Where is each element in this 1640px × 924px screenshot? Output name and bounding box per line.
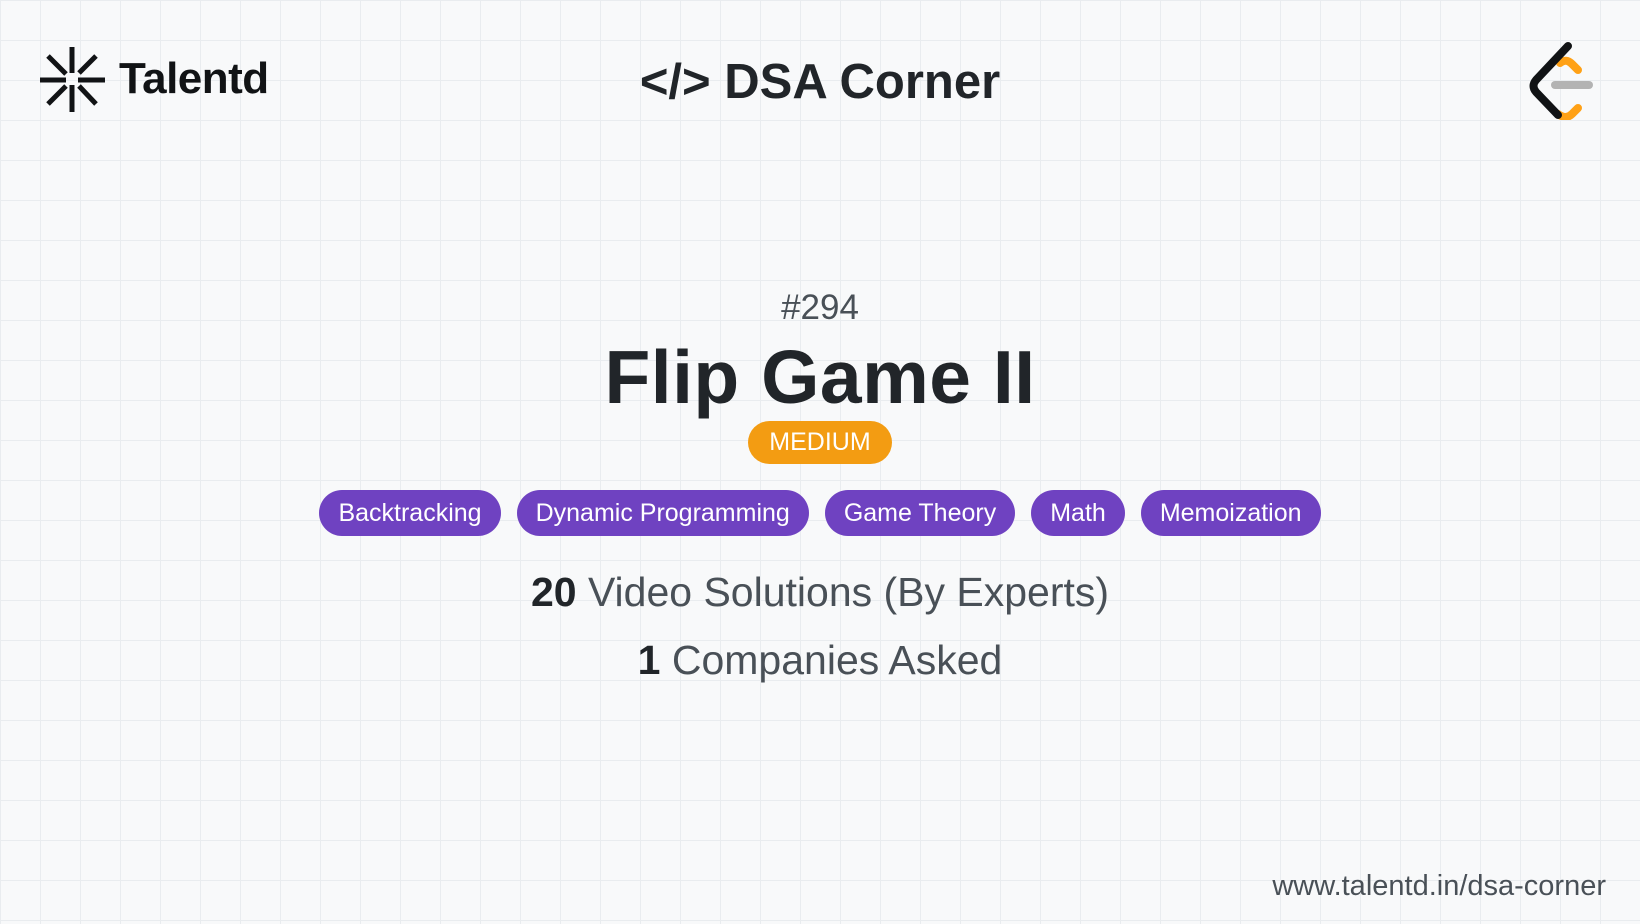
companies-stat: 1 Companies Asked bbox=[638, 634, 1003, 686]
video-solutions-stat: 20 Video Solutions (By Experts) bbox=[531, 566, 1109, 618]
tag-backtracking[interactable]: Backtracking bbox=[319, 490, 501, 536]
talentd-star-icon bbox=[40, 47, 105, 112]
problem-number: #294 bbox=[781, 288, 859, 327]
leetcode-logo-icon bbox=[1529, 42, 1593, 120]
video-count: 20 bbox=[530, 569, 577, 615]
footer-url[interactable]: www.talentd.in/dsa-corner bbox=[1272, 870, 1606, 902]
problem-title: Flip Game II bbox=[604, 335, 1036, 419]
tag-dynamic-programming[interactable]: Dynamic Programming bbox=[516, 490, 809, 536]
topic-tags: Backtracking Dynamic Programming Game Th… bbox=[319, 490, 1321, 536]
company-count: 1 bbox=[637, 637, 661, 683]
tag-game-theory[interactable]: Game Theory bbox=[824, 490, 1016, 536]
problem-card: #294 Flip Game II MEDIUM Backtracking Dy… bbox=[0, 286, 1640, 686]
tag-math[interactable]: Math bbox=[1031, 490, 1125, 536]
company-label: Companies Asked bbox=[660, 637, 1003, 683]
difficulty-badge: MEDIUM bbox=[748, 421, 892, 464]
brand: Talentd bbox=[38, 44, 269, 114]
tag-memoization[interactable]: Memoization bbox=[1140, 490, 1321, 536]
brand-name: Talentd bbox=[119, 54, 269, 103]
page-header-title: </> DSA Corner bbox=[639, 55, 1001, 109]
video-label: Video Solutions (By Experts) bbox=[576, 569, 1110, 615]
